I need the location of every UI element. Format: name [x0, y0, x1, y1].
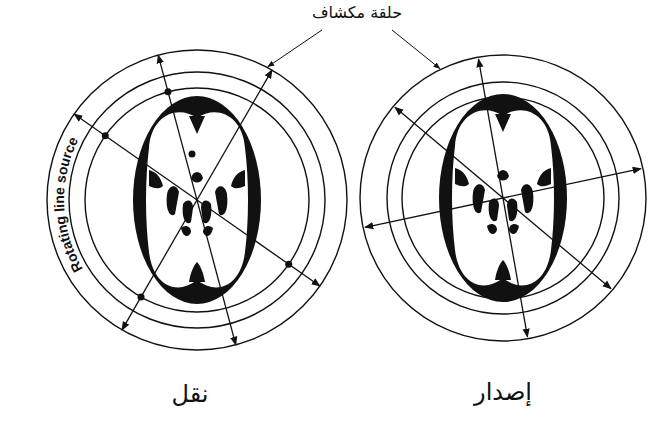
- detector-ring: [47, 50, 347, 350]
- event-dot: [102, 132, 109, 139]
- ray-line: [365, 169, 641, 228]
- event-dot: [138, 293, 145, 300]
- ring-label: حلقة مكشاف: [312, 3, 402, 22]
- leader-line: [392, 30, 440, 69]
- event-dot: [189, 151, 196, 158]
- mode-label: إصدار: [474, 378, 532, 406]
- detector-ring: [360, 55, 646, 341]
- event-dot: [285, 261, 292, 268]
- ray-line: [122, 70, 272, 330]
- curved-text: Rotating line source: [51, 134, 86, 275]
- mode-label: نقل: [172, 380, 209, 408]
- event-dot: [165, 88, 172, 95]
- leader-line: [268, 30, 322, 67]
- source-label: Rotating line source: [51, 134, 86, 275]
